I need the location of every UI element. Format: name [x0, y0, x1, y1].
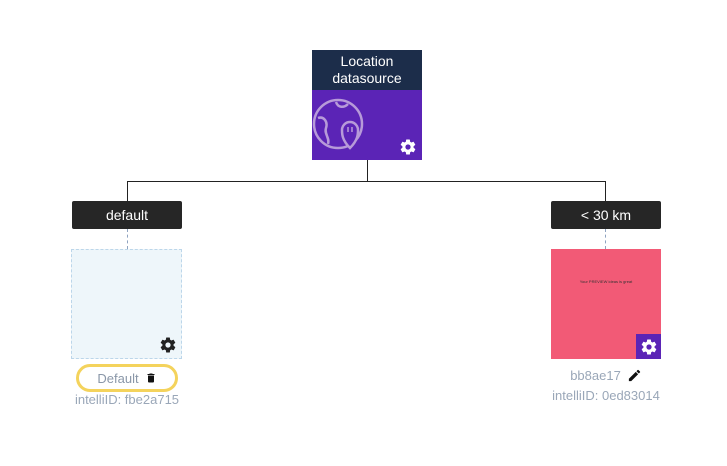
intelli-id-label: intelliID: fbe2a715 [74, 392, 180, 407]
tree-connector [605, 181, 606, 201]
node-name-label: Default [97, 370, 139, 386]
tree-connector [127, 181, 128, 201]
globe-location-icon [312, 98, 364, 150]
tree-connector [127, 181, 606, 182]
branch-label-text: < 30 km [580, 207, 632, 223]
gear-icon[interactable] [640, 338, 658, 356]
intelli-id-label: intelliID: 0ed83014 [552, 388, 660, 403]
root-node-card[interactable] [312, 90, 422, 160]
branch-label-default[interactable]: default [72, 201, 182, 229]
child-node-card-under-30km[interactable]: Your PREVIEW ideas is great [551, 249, 661, 359]
root-node-title[interactable]: Location datasource [312, 50, 422, 90]
node-name-row-under-30km[interactable]: bb8ae17 [551, 366, 661, 384]
child-node-card-default[interactable] [71, 249, 182, 359]
tree-connector [367, 160, 368, 181]
node-name-pill-default[interactable]: Default [76, 364, 178, 392]
trash-icon[interactable] [145, 371, 157, 385]
node-name-label: bb8ae17 [570, 367, 621, 383]
branch-connector [127, 229, 128, 249]
settings-badge[interactable] [636, 334, 661, 359]
gear-icon[interactable] [399, 138, 417, 156]
branch-label-under-30km[interactable]: < 30 km [551, 201, 661, 229]
branch-label-text: default [105, 207, 149, 223]
branch-connector [605, 229, 606, 249]
root-node-title-text: Location datasource [332, 53, 402, 86]
pencil-icon[interactable] [627, 368, 642, 383]
gear-icon[interactable] [159, 336, 177, 354]
card-preview-text: Your PREVIEW ideas is great [579, 279, 633, 284]
